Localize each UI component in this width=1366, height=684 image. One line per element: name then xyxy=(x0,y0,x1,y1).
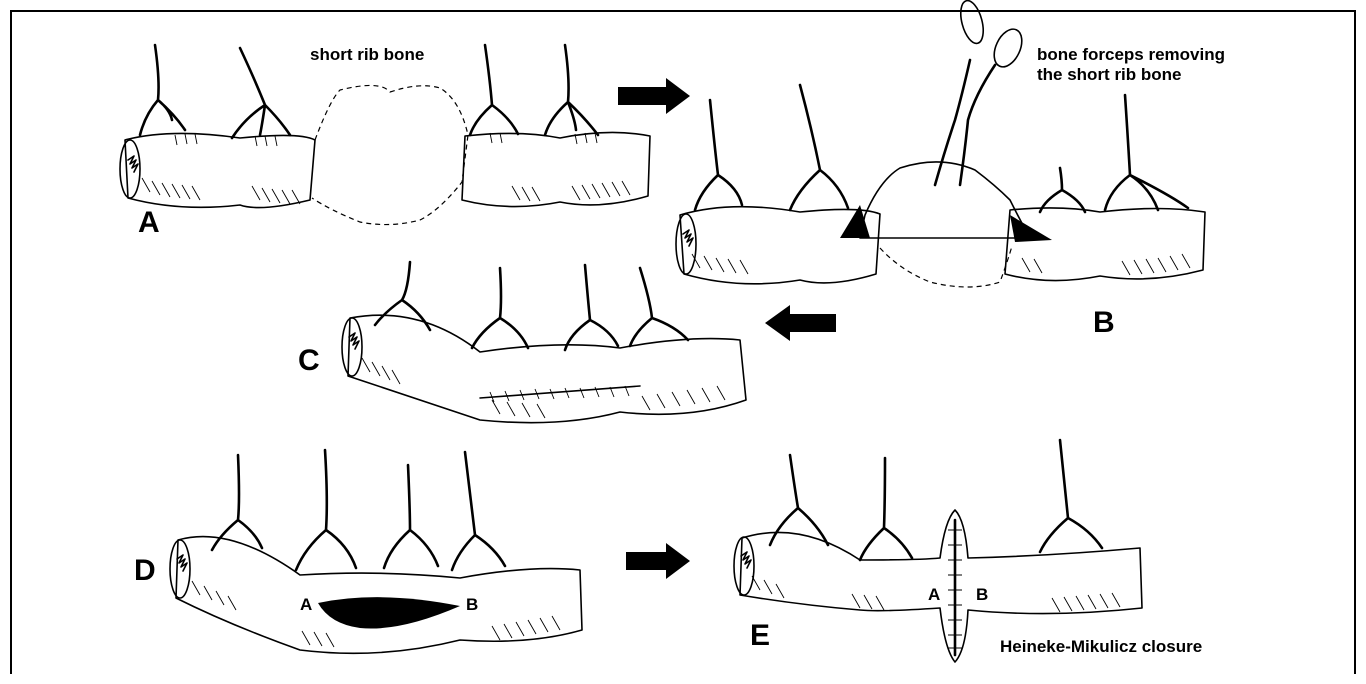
forceps-caption-line1: bone forceps removing xyxy=(1037,45,1225,64)
short-rib-bone-label: short rib bone xyxy=(310,45,424,64)
panel-a-label: A xyxy=(138,206,160,239)
panel-d-label: D xyxy=(134,554,156,587)
arrow-left-icon xyxy=(765,305,836,341)
closure-caption: Heineke-Mikulicz closure xyxy=(1000,637,1202,656)
forceps-caption-line2: the short rib bone xyxy=(1037,65,1182,84)
arrow-right-icon xyxy=(626,543,690,579)
panel-c-drawing xyxy=(342,262,746,423)
arrow-right-icon xyxy=(618,78,690,114)
panel-e-drawing xyxy=(734,440,1142,662)
panel-c-label: C xyxy=(298,344,320,377)
panel-a-drawing xyxy=(120,45,650,225)
incision-end-b-label: B xyxy=(466,595,478,614)
incision-end-a-label: A xyxy=(300,595,312,614)
panel-e-label: E xyxy=(750,619,770,652)
panel-d-drawing xyxy=(170,450,582,653)
closure-end-b-label: B xyxy=(976,585,988,604)
panel-b-drawing xyxy=(676,0,1205,287)
closure-end-a-label: A xyxy=(928,585,940,604)
panel-b-label: B xyxy=(1093,306,1115,339)
